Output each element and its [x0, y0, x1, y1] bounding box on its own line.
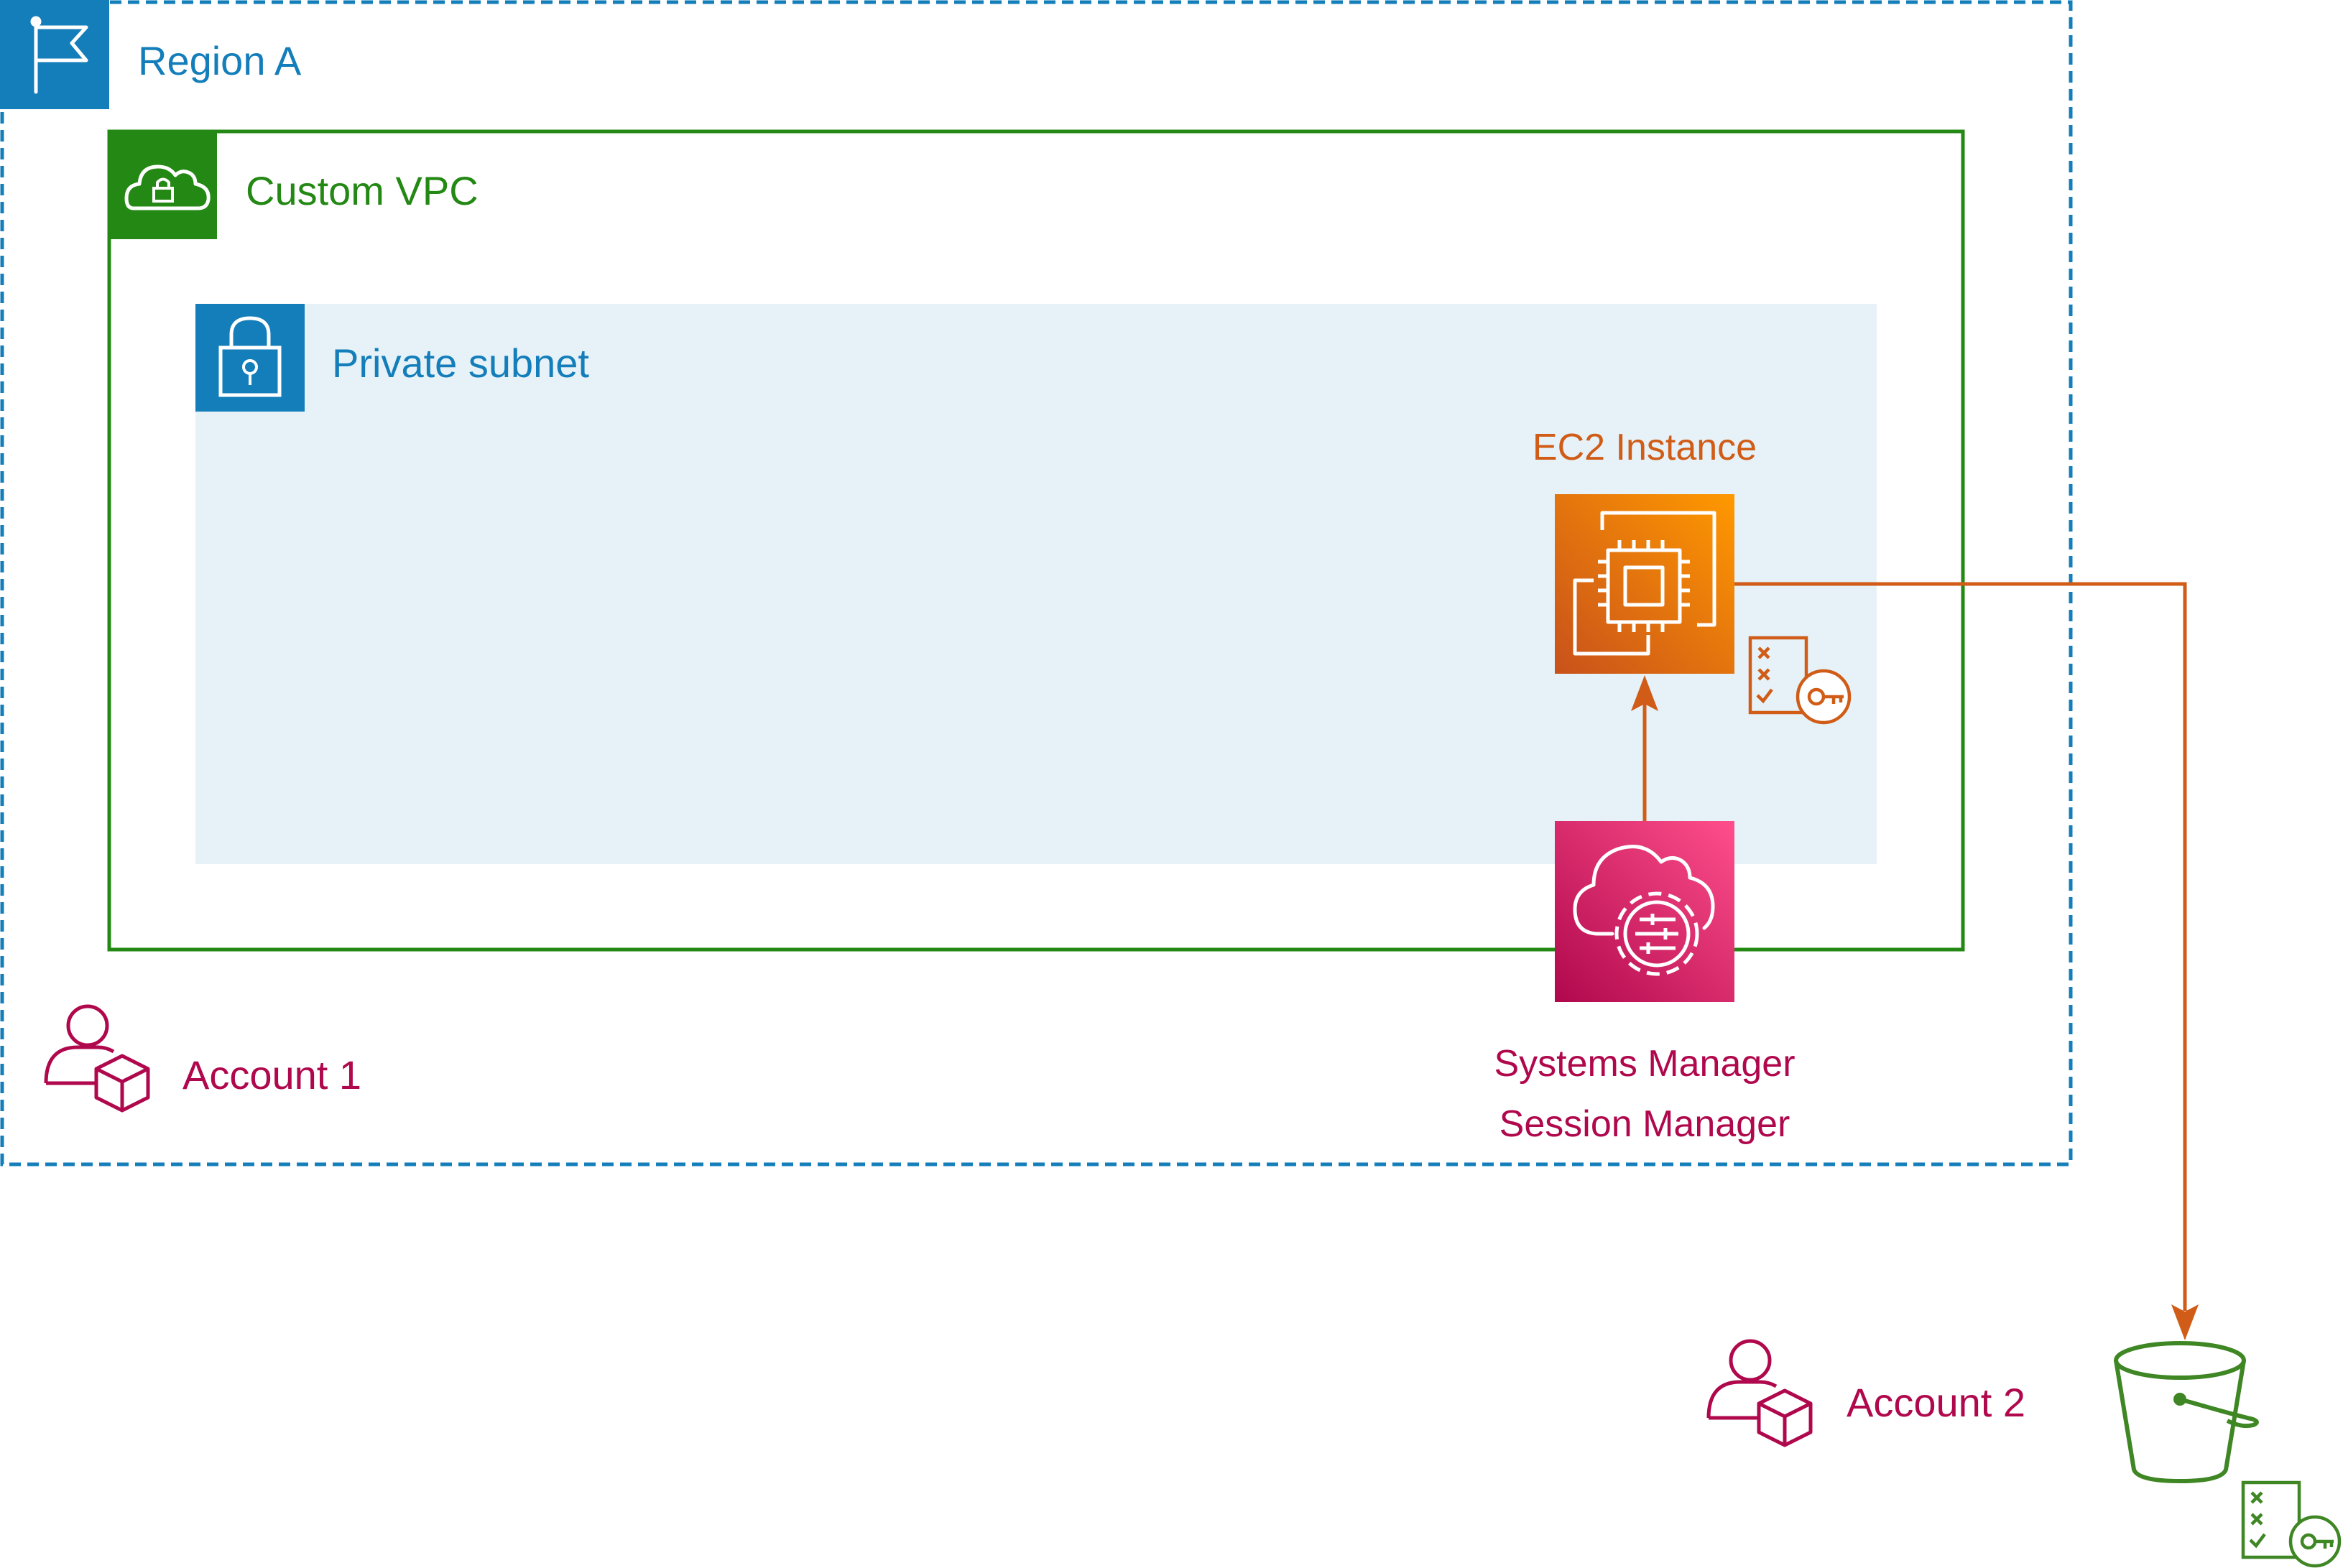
account-user-icon — [1706, 1339, 1813, 1447]
ec2-instance[interactable]: EC2 Instance — [1533, 427, 1852, 725]
region-label: Region A — [138, 38, 302, 83]
vpc-cloud-lock-icon — [109, 131, 217, 239]
session-manager[interactable]: Systems Manager Session Manager — [1494, 821, 1796, 1145]
s3-bucket-icon — [2114, 1341, 2259, 1483]
ec2-label: EC2 Instance — [1533, 427, 1757, 468]
ssm-to-ec2-connector[interactable] — [1631, 675, 1658, 821]
policy-key-icon — [1748, 636, 1852, 725]
vpc-label: Custom VPC — [246, 168, 479, 213]
ssm-cloud-gear-icon — [1555, 821, 1734, 1002]
region-flag-icon — [0, 0, 109, 109]
account-1[interactable]: Account 1 — [44, 1004, 361, 1113]
s3-bucket[interactable] — [2114, 1341, 2342, 1568]
vpc-border — [107, 129, 1965, 952]
account-user-icon — [44, 1004, 150, 1113]
ssm-label-line1: Systems Manager — [1494, 1043, 1795, 1085]
ssm-label-line2: Session Manager — [1499, 1103, 1790, 1145]
account-1-label: Account 1 — [182, 1052, 361, 1098]
account-2-label: Account 2 — [1847, 1380, 2025, 1425]
ec2-chip-icon — [1555, 494, 1734, 674]
vpc-group[interactable]: Custom VPC — [107, 129, 1965, 952]
ec2-to-s3-connector[interactable] — [1734, 582, 2199, 1340]
subnet-lock-icon — [195, 304, 305, 412]
account-2[interactable]: Account 2 — [1706, 1339, 2025, 1447]
policy-key-icon — [2241, 1480, 2342, 1568]
subnet-label: Private subnet — [332, 340, 589, 386]
